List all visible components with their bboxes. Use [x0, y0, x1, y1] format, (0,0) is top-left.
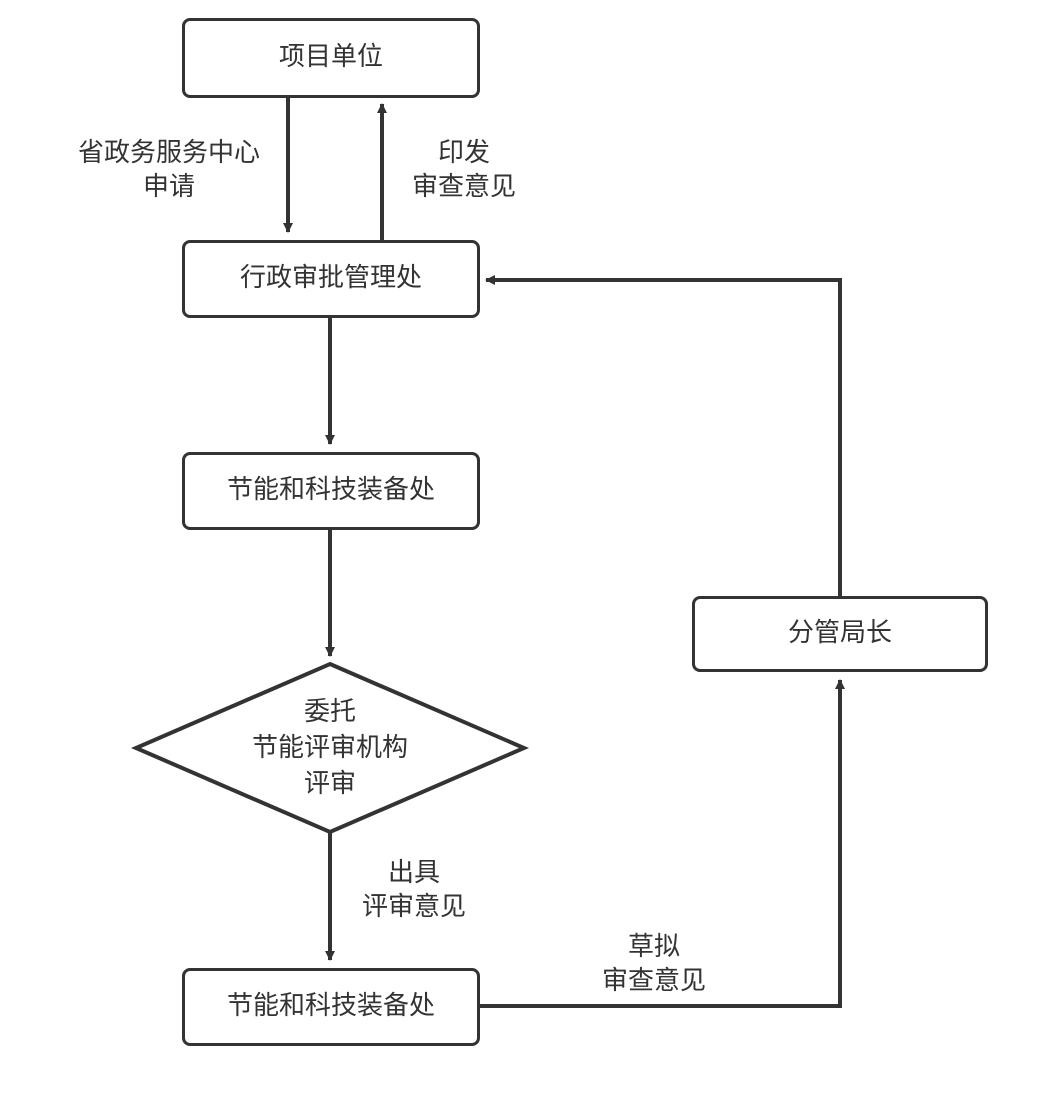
edge-label-apply-line-2: 申请	[142, 172, 195, 202]
node-admin-approval-office: 行政审批管理处	[182, 240, 480, 318]
edge-label-review-result: 出具 评审意见	[344, 856, 484, 924]
node-project-unit-label: 项目单位	[278, 42, 383, 73]
edge-label-draft-line-1: 草拟	[627, 932, 680, 962]
edge-label-issue-line-2: 审查意见	[411, 172, 516, 202]
node-project-unit: 项目单位	[182, 18, 480, 98]
arrow-return-to-admin	[485, 275, 842, 596]
node-energy-tech-office-2-label: 节能和科技装备处	[226, 991, 435, 1022]
edge-label-issue: 印发 审查意见	[398, 136, 530, 204]
edge-label-issue-line-1: 印发	[437, 138, 490, 168]
edge-label-draft-line-2: 审查意见	[601, 966, 706, 996]
review-diamond-text: 委托 节能评审机构 评审	[180, 692, 480, 804]
edge-label-review-result-line-1: 出具	[387, 858, 440, 888]
node-energy-tech-office-1-label: 节能和科技装备处	[226, 475, 435, 506]
node-admin-approval-office-label: 行政审批管理处	[239, 263, 422, 294]
node-energy-tech-office-2: 节能和科技装备处	[182, 968, 480, 1046]
review-diamond-line-3: 评审	[303, 769, 356, 799]
node-energy-tech-office-1: 节能和科技装备处	[182, 452, 480, 530]
edge-label-apply-line-1: 省政务服务中心	[77, 138, 260, 168]
edge-label-apply: 省政务服务中心 申请	[62, 136, 276, 204]
edge-label-draft: 草拟 审查意见	[584, 930, 724, 998]
node-deputy-director: 分管局长	[692, 596, 988, 672]
review-diamond-line-2: 节能评审机构	[251, 733, 408, 763]
edge-label-review-result-line-2: 评审意见	[361, 892, 466, 922]
arrow-draft	[480, 679, 845, 1008]
node-deputy-director-label: 分管局长	[787, 618, 892, 649]
review-diamond-line-1: 委托	[303, 697, 356, 727]
